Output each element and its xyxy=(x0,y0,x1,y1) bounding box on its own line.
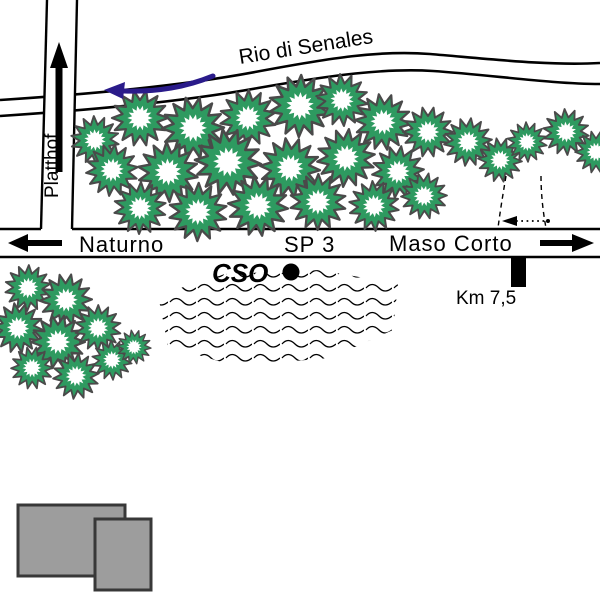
river-flow xyxy=(104,73,216,99)
tree-icon xyxy=(110,89,170,147)
platthof-label: Platthof xyxy=(42,133,63,198)
scrub-area xyxy=(158,270,398,366)
footpath xyxy=(497,175,550,229)
building-small xyxy=(93,517,153,592)
cso-location-dot xyxy=(282,263,300,281)
forest-southwest xyxy=(0,259,158,410)
footpath-end-dot xyxy=(546,219,550,223)
flow-arrow-shaft xyxy=(121,73,216,94)
km-label: Km 7,5 xyxy=(456,288,516,309)
footpath-west-edge xyxy=(497,175,507,229)
km-marker-icon xyxy=(511,258,526,287)
road-platthof-west-edge xyxy=(39,0,49,230)
forest-right xyxy=(436,110,551,192)
flow-arrow-icon xyxy=(104,82,125,99)
road-main-surface xyxy=(0,230,600,256)
destination-east-label: Maso Corto xyxy=(389,231,513,256)
buildings xyxy=(16,503,153,592)
destination-west-label: Naturno xyxy=(79,232,164,257)
west-arrow-icon xyxy=(8,234,28,252)
east-arrow-icon xyxy=(572,234,594,252)
footpath-east-edge xyxy=(540,175,547,229)
cso-label: CSO xyxy=(212,258,268,288)
road-platthof-east-edge xyxy=(70,0,79,230)
tree-icon xyxy=(402,106,454,158)
north-arrow-icon xyxy=(50,42,68,68)
footpath-arrow-icon xyxy=(502,216,517,226)
route-number-label: SP 3 xyxy=(284,232,335,257)
road-main xyxy=(0,227,600,259)
road-platthof xyxy=(39,0,79,230)
